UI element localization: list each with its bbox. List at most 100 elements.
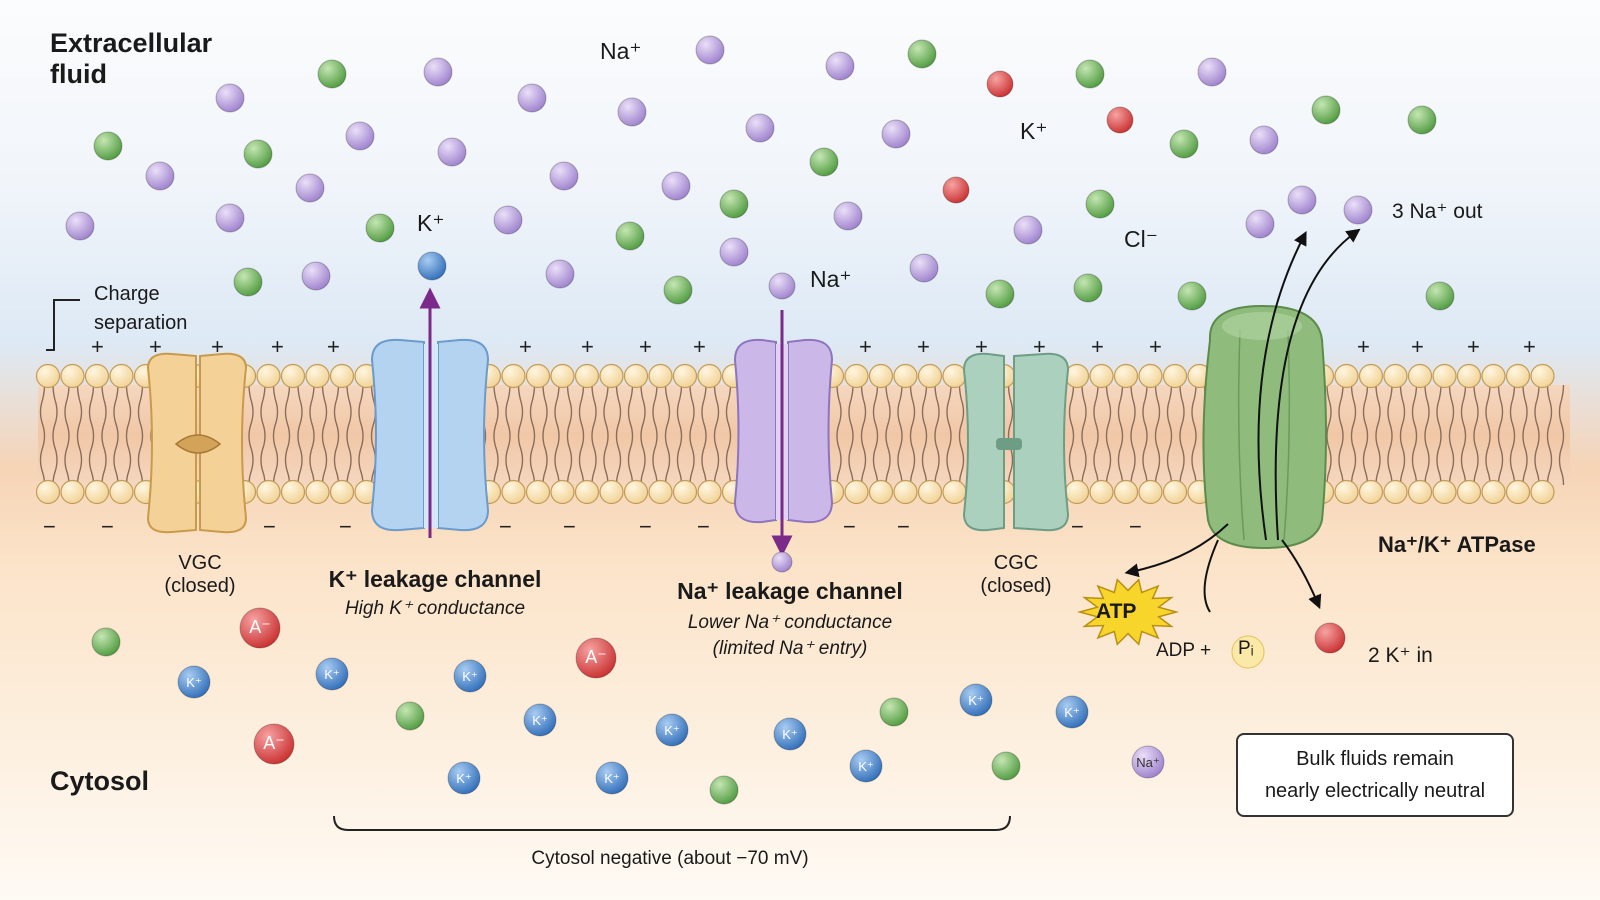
minus-sign: −	[697, 514, 710, 539]
phospholipid-head	[525, 479, 551, 505]
chloride-ion	[1407, 105, 1437, 135]
na-leakage-sub1: Lower Na⁺ conductance	[687, 612, 893, 634]
pi-marker	[1231, 635, 1265, 669]
extracellular-label: Extracellular fluid	[50, 28, 212, 90]
minus-sign: −	[843, 514, 856, 539]
phospholipid-head	[256, 479, 281, 505]
k-in-label: 2 K⁺ in	[1368, 644, 1433, 667]
plus-sign: +	[327, 334, 340, 359]
cytosol-potential-label: Cytosol negative (about −70 mV)	[531, 848, 809, 869]
phospholipid-head	[84, 363, 110, 389]
sodium-ion	[825, 51, 855, 81]
minus-sign: −	[1129, 514, 1142, 539]
potassium-ion-inside-text: K⁺	[1064, 705, 1080, 720]
na-leakage-name: Na⁺ leakage channel	[677, 578, 903, 604]
sodium-ion	[1245, 209, 1275, 239]
neutrality-note-box: Bulk fluids remain nearly electrically n…	[1236, 733, 1514, 817]
sodium-ion	[145, 161, 175, 191]
phospholipid-head	[574, 363, 600, 389]
potassium-ion-exiting	[417, 251, 447, 281]
phospholipid-head	[1481, 479, 1506, 505]
chloride-ion	[243, 139, 273, 169]
chloride-ion-inside	[991, 751, 1021, 781]
na-ion-label-channel: Na⁺	[810, 266, 852, 292]
na-out-label: 3 Na⁺ out	[1392, 200, 1483, 223]
phospholipid-head	[844, 479, 869, 505]
phospholipid-head	[697, 479, 722, 505]
phospholipid-head	[1089, 363, 1114, 389]
sodium-ion	[517, 83, 547, 113]
phospholipid-head	[60, 363, 85, 389]
plus-sign: +	[1467, 334, 1480, 359]
chloride-ion-inside	[91, 627, 121, 657]
phospholipid-head	[1358, 479, 1384, 505]
minus-sign: −	[639, 514, 652, 539]
plus-sign: +	[211, 334, 224, 359]
plus-sign: +	[859, 334, 872, 359]
neutrality-note-line1: Bulk fluids remain	[1296, 748, 1454, 770]
chloride-ion	[663, 275, 693, 305]
chloride-ion	[907, 39, 937, 69]
sodium-ion	[437, 137, 467, 167]
phospholipid-head	[1383, 479, 1408, 505]
sodium-ion	[833, 201, 863, 231]
anion: A⁻	[253, 723, 295, 765]
phospholipid-head	[501, 363, 526, 389]
phospholipid-head	[35, 479, 61, 505]
k-leakage-name: K⁺ leakage channel	[328, 566, 542, 592]
minus-sign: −	[563, 514, 576, 539]
sodium-ion	[345, 121, 375, 151]
sodium-ion	[881, 119, 911, 149]
sodium-ion	[215, 83, 245, 113]
phospholipid-head	[1138, 479, 1163, 505]
phospholipid-head	[1432, 479, 1457, 505]
phospholipid-head	[599, 363, 624, 389]
na-ion-label-top: Na⁺	[600, 38, 642, 64]
phospholipid-head	[280, 363, 306, 389]
potassium-ion-inside: K⁺	[959, 683, 993, 717]
plus-sign: +	[271, 334, 284, 359]
sodium-ion	[1343, 195, 1373, 225]
chloride-ion	[1177, 281, 1207, 311]
potassium-ion-inside: K⁺	[849, 749, 883, 783]
anion-text: A⁻	[585, 647, 607, 667]
phospholipid-head	[550, 479, 575, 505]
cytosol-label: Cytosol	[50, 766, 150, 796]
plus-sign: +	[917, 334, 930, 359]
phospholipid-head	[648, 479, 673, 505]
phospholipid-head	[623, 363, 649, 389]
phospholipid-head	[868, 363, 894, 389]
phospholipid-head	[305, 479, 330, 505]
vgc-state: (closed)	[164, 575, 236, 597]
potassium-ion-inside-text: K⁺	[858, 759, 874, 774]
extracellular-label-line2: fluid	[50, 59, 107, 90]
plus-sign: +	[1033, 334, 1046, 359]
sodium-ion	[745, 113, 775, 143]
phospholipid-head	[256, 363, 281, 389]
neutrality-note-line2: nearly electrically neutral	[1264, 780, 1486, 802]
vgc-channel	[146, 352, 248, 534]
plus-sign: +	[149, 334, 162, 359]
sodium-ion	[1197, 57, 1227, 87]
phospholipid-head	[672, 479, 698, 505]
potassium-ion-inside-text: K⁺	[604, 771, 620, 786]
sodium-ion	[719, 237, 749, 267]
sodium-ion	[1013, 215, 1043, 245]
sodium-ion	[215, 203, 245, 233]
potassium-ion-inside: K⁺	[177, 665, 211, 699]
pump-label: Na⁺/K⁺ ATPase	[1378, 532, 1536, 557]
phospholipid-head	[917, 479, 943, 505]
phospholipid-head	[305, 363, 330, 389]
potassium-ion-inside: K⁺	[453, 659, 487, 693]
phospholipid-head	[1505, 363, 1531, 389]
plus-sign: +	[639, 334, 652, 359]
potassium-ion-pumped	[1314, 622, 1346, 654]
phospholipid-head	[917, 363, 943, 389]
sodium-ion	[695, 35, 725, 65]
potassium-ion-inside: K⁺	[595, 761, 629, 795]
potassium-ion-outside	[986, 70, 1014, 98]
sodium-ion	[423, 57, 453, 87]
na-leakage-sub2: (limited Na⁺ entry)	[712, 638, 868, 660]
plus-sign: +	[1523, 334, 1536, 359]
